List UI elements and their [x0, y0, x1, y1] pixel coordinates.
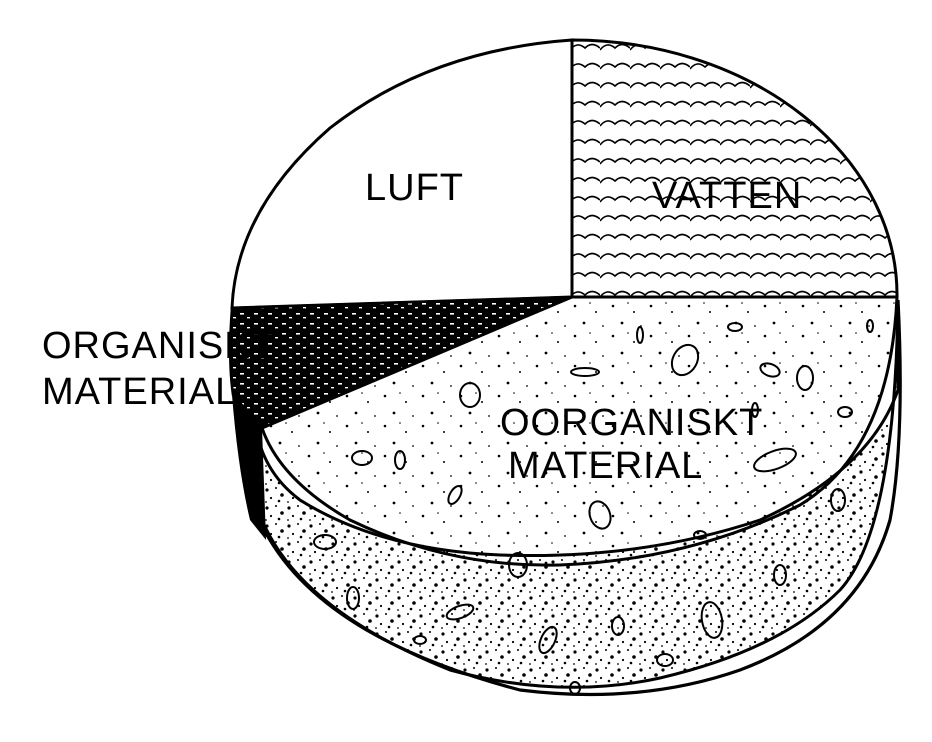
label-oorganiskt-line1: OORGANISKT — [500, 402, 763, 444]
sector-organiskt — [228, 295, 573, 430]
organic-side-strip — [232, 395, 266, 540]
label-organiskt-line1: ORGANISKT — [42, 325, 275, 367]
vatten-wave-fill — [572, 40, 898, 297]
label-vatten: VATTEN — [652, 175, 802, 217]
side-pebbles — [313, 488, 846, 695]
label-organiskt-line2: MATERIAL — [42, 371, 237, 413]
label-luft: LUFT — [365, 167, 464, 209]
sector-oorganiskt — [260, 295, 899, 567]
top-pebbles — [351, 319, 874, 578]
disc-bottom-edge — [238, 299, 902, 697]
label-oorganiskt-line2: MATERIAL — [508, 445, 703, 487]
sector-luft — [230, 38, 574, 310]
